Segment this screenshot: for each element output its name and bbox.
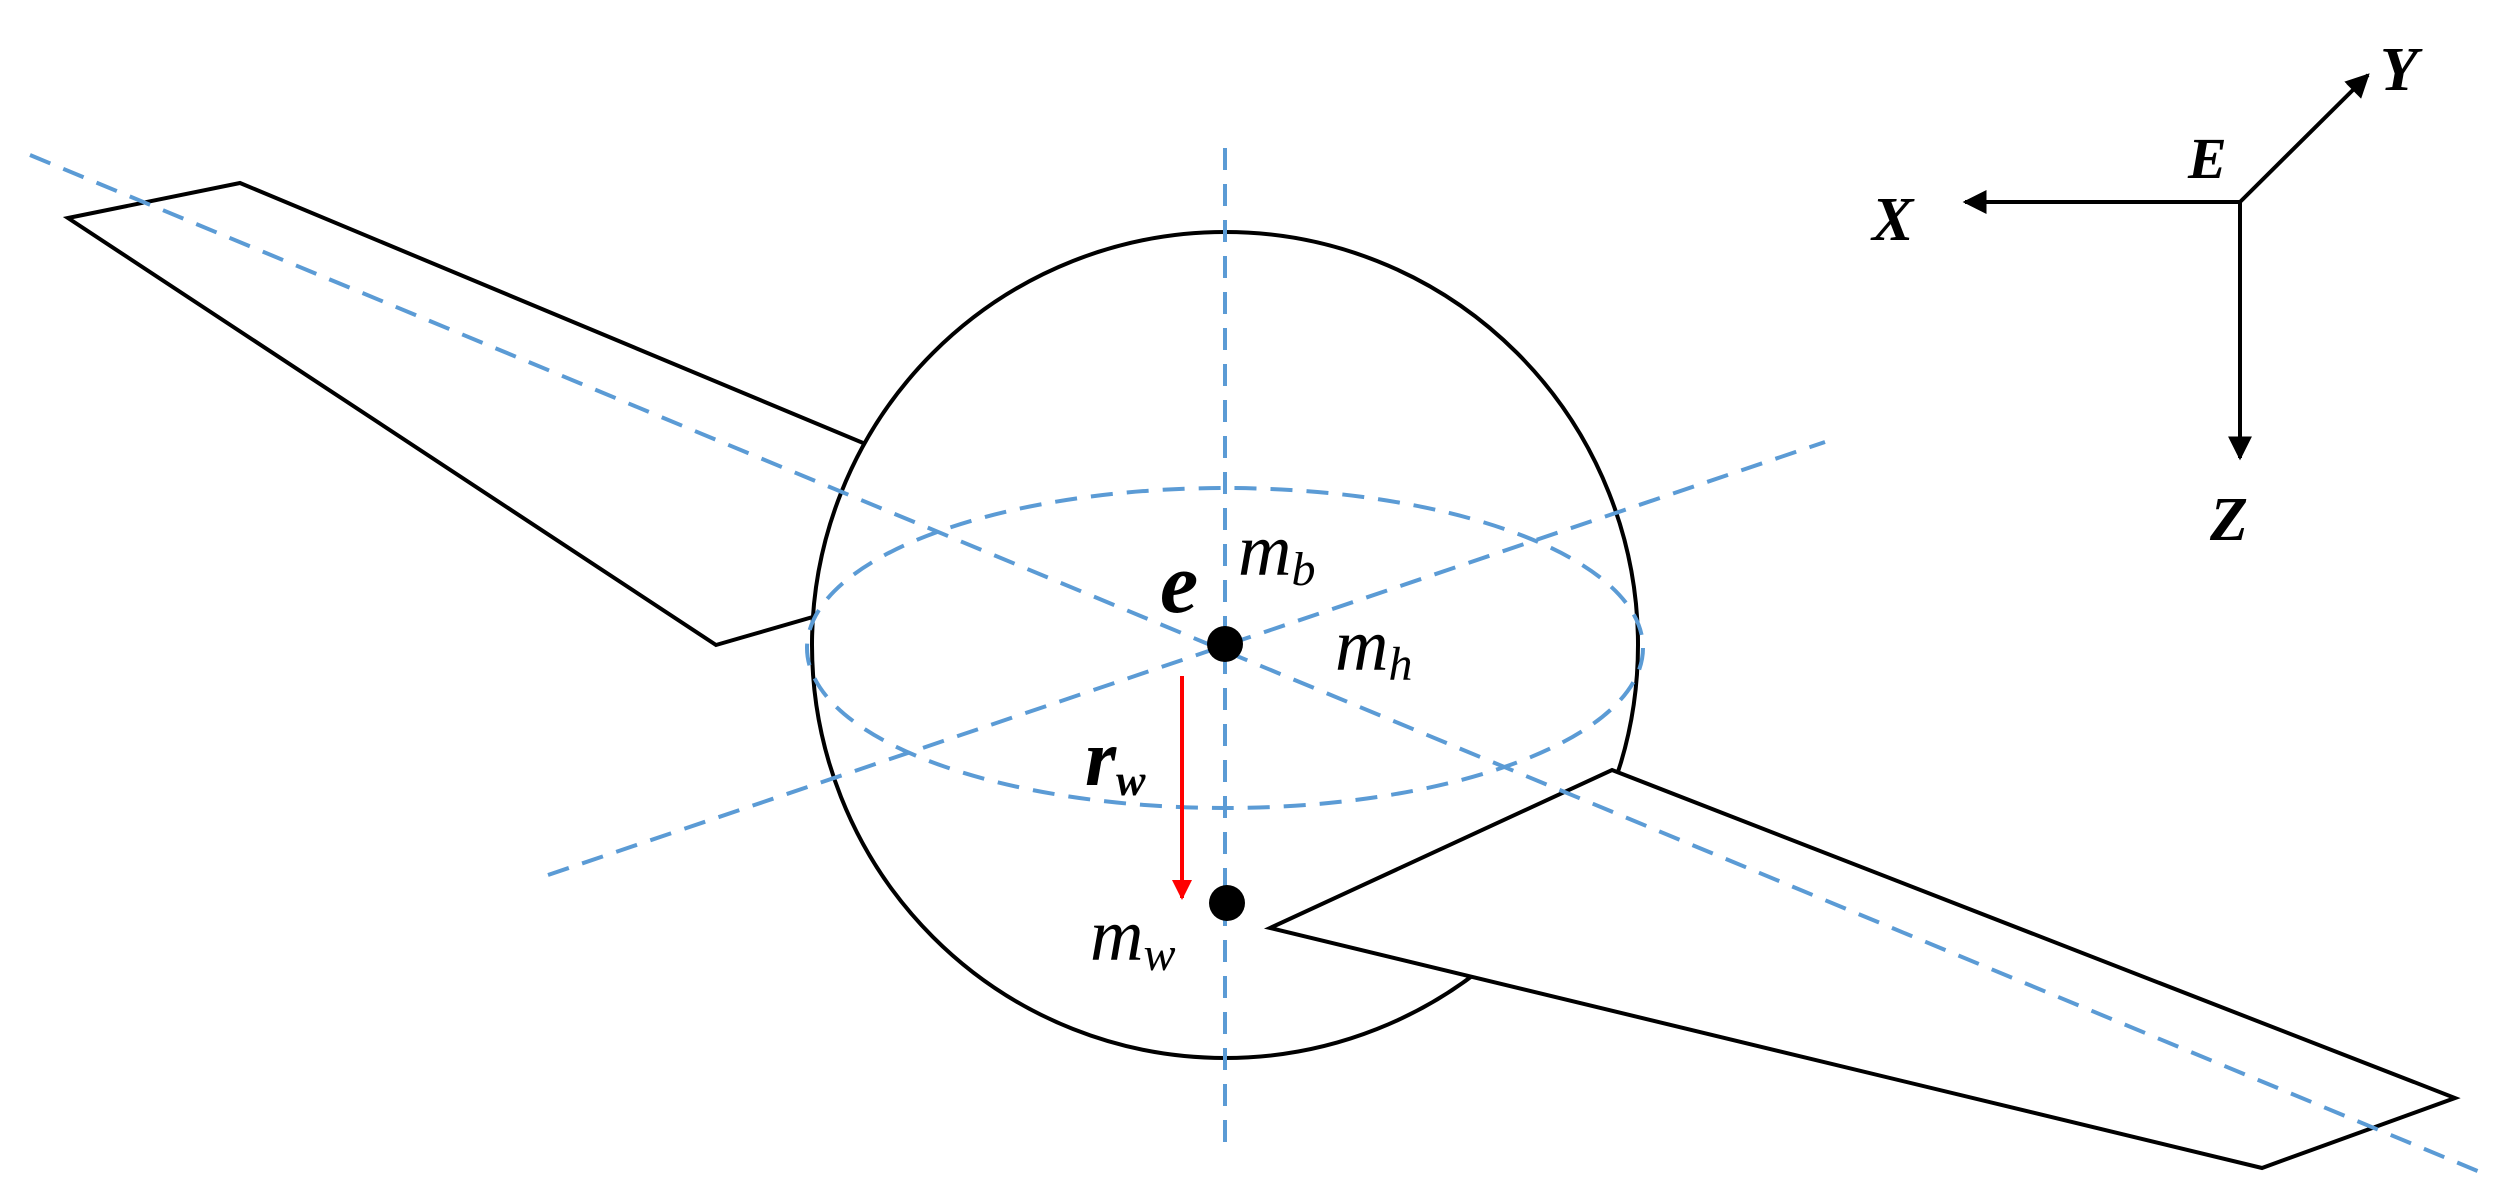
label-frame-origin: E [2187,126,2227,191]
earth-frame: E X Y Z [1870,36,2423,554]
label-x-axis: X [1870,186,1915,254]
right-wing [1263,767,2461,1171]
label-m-b-sub: b [1291,543,1315,596]
label-r-w-base: r [1085,715,1117,803]
label-r-w: rw [1085,715,1146,805]
label-m-h-sub: h [1388,638,1412,691]
label-m-h-base: m [1335,605,1388,687]
label-m-w: mw [1090,895,1175,981]
label-e: e [1160,535,1198,631]
label-r-w-sub: w [1116,756,1146,805]
label-m-h: mh [1335,605,1412,691]
y-axis-arrow [2238,73,2370,204]
label-m-w-base: m [1090,895,1143,977]
left-wing [62,180,883,648]
lateral-axis-line [547,440,1826,877]
label-y-axis: Y [2380,36,2423,104]
label-m-w-sub: w [1143,928,1175,981]
label-z-axis: Z [2209,486,2248,554]
point-m-w [1209,885,1245,921]
center-point-e [1207,626,1243,662]
label-m-b-base: m [1238,510,1291,592]
wing-span-axis-line [29,153,2481,1174]
label-m-b: mb [1238,510,1315,596]
